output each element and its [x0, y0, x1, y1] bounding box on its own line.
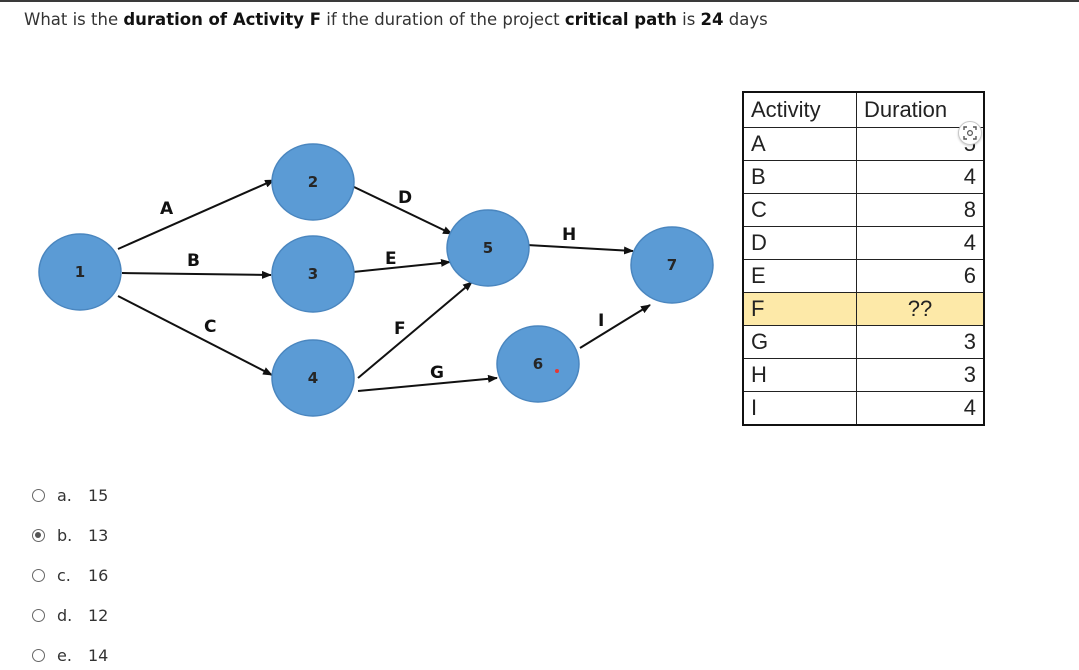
radio-button[interactable] [32, 528, 45, 542]
network-diagram: 1 2 3 4 5 6 7 A B C D E F G H I [38, 143, 714, 417]
network-node-5 [446, 209, 530, 287]
question-segment: days [723, 10, 768, 29]
edge-arrow-d [351, 185, 453, 235]
node-number: 6 [533, 355, 543, 373]
option-value: 12 [88, 605, 109, 625]
node-number: 3 [308, 265, 318, 283]
answer-option-b[interactable]: b. 13 [32, 523, 108, 547]
node-number: 1 [75, 263, 85, 281]
activity-cell: B [742, 160, 857, 194]
option-value: 15 [88, 485, 109, 505]
network-node-4 [271, 339, 355, 417]
edge-arrow-a [117, 179, 275, 250]
answer-option-d[interactable]: d. 12 [32, 603, 108, 627]
network-node-6 [496, 325, 580, 403]
activity-cell: F [742, 292, 857, 326]
option-value: 13 [88, 525, 109, 545]
activity-cell: G [742, 325, 857, 359]
red-dot-marker [555, 369, 559, 373]
duration-cell: 8 [856, 193, 985, 227]
radio-button[interactable] [32, 648, 45, 662]
edge-arrow-e [352, 258, 451, 273]
table-row-f: F?? [742, 292, 985, 326]
node-number: 7 [667, 256, 677, 274]
option-letter: c. [57, 565, 71, 585]
edge-arrow-b [121, 270, 272, 279]
radio-button[interactable] [32, 488, 45, 502]
activity-cell: D [742, 226, 857, 260]
option-letter: d. [57, 605, 73, 625]
duration-cell: 4 [856, 391, 985, 426]
answer-option-c[interactable]: c. 16 [32, 563, 108, 587]
network-node-2 [271, 143, 355, 221]
question-segment: What is the [24, 10, 124, 29]
network-node-1 [38, 233, 122, 311]
option-value: 16 [88, 565, 109, 585]
option-letter: a. [57, 485, 72, 505]
edge-label-b: B [187, 251, 200, 271]
question-emphasis: critical path [564, 10, 677, 29]
edge-label-f: F [394, 319, 406, 339]
edge-label-i: I [598, 311, 604, 331]
edge-label-h: H [562, 225, 576, 245]
node-number: 4 [308, 369, 318, 387]
edge-label-c: C [204, 317, 216, 337]
question-segment: if the duration of the project [320, 10, 565, 29]
duration-cell: 6 [856, 259, 985, 293]
edge-label-e: E [385, 249, 397, 269]
edge-arrow-f [357, 281, 473, 379]
option-letter: e. [57, 645, 72, 665]
edge-arrow-h [526, 244, 634, 255]
edge-label-g: G [430, 363, 444, 383]
radio-button[interactable] [32, 568, 45, 582]
question-text: What is the duration of Activity F if th… [24, 10, 768, 29]
edge-arrow-c [117, 295, 273, 376]
edge-label-d: D [398, 188, 412, 208]
table-row-a: A5 [742, 127, 985, 161]
option-value: 14 [88, 645, 109, 665]
question-emphasis: duration of Activity F [123, 10, 321, 29]
option-letter: b. [57, 525, 73, 545]
network-node-3 [271, 235, 355, 313]
activity-cell: A [742, 127, 857, 161]
answer-option-a[interactable]: a. 15 [32, 483, 108, 507]
network-node-7 [630, 226, 714, 304]
edge-label-a: A [160, 199, 174, 219]
edge-arrow-g [357, 374, 498, 392]
duration-cell: 3 [856, 325, 985, 359]
activity-cell: C [742, 193, 857, 227]
question-segment: is [676, 10, 701, 29]
activity-cell: E [742, 259, 857, 293]
activity-column-header: Activity [742, 91, 857, 128]
answer-option-e[interactable]: e. 14 [32, 643, 108, 667]
duration-cell: 4 [856, 160, 985, 194]
table-header-row: Activity Duration [742, 91, 985, 128]
top-divider [0, 0, 1079, 2]
edge-arrow-i [579, 304, 651, 349]
node-number: 5 [483, 239, 493, 257]
radio-button[interactable] [32, 608, 45, 622]
image-lens-icon[interactable] [958, 121, 982, 145]
activity-cell: H [742, 358, 857, 392]
duration-cell: 4 [856, 226, 985, 260]
question-emphasis: 24 [700, 10, 724, 29]
node-number: 2 [308, 173, 318, 191]
duration-cell: ?? [856, 292, 985, 326]
activity-cell: I [742, 391, 857, 426]
duration-cell: 3 [856, 358, 985, 392]
